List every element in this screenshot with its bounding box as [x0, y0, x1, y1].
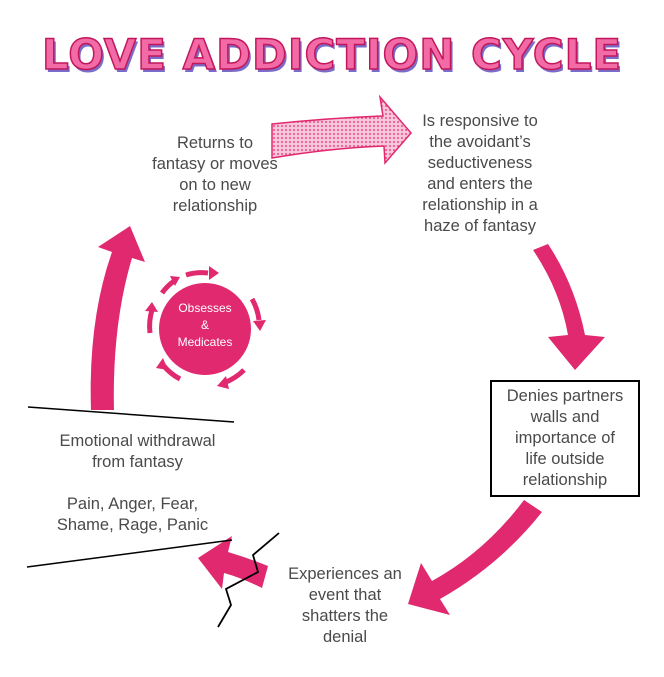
arrow-denies-to-experiences	[408, 500, 542, 615]
crack-line	[217, 532, 280, 628]
diagram-title: LOVE ADDICTION CYCLE	[41, 29, 623, 80]
center-circle	[159, 283, 251, 375]
step-experiences: Experiences an event that shatters the d…	[288, 565, 402, 646]
center-label: Obsesses & Medicates	[177, 301, 233, 349]
arrow-withdrawal-to-returns	[90, 226, 145, 410]
arrow-experiences-to-pain	[198, 536, 268, 589]
arrow-responsive-to-denies	[533, 244, 605, 370]
separator-line-lower	[26, 539, 233, 568]
separator-line-upper	[27, 406, 235, 423]
step-denies: Denies partners walls and importance of …	[490, 380, 640, 497]
step-withdrawal: Emotional withdrawal from fantasy	[59, 432, 216, 471]
step-feelings: Pain, Anger, Fear, Shame, Rage, Panic	[56, 495, 209, 534]
arrow-returns-to-responsive	[271, 94, 412, 165]
step-responsive: Is responsive to the avoidant’s seductiv…	[422, 112, 538, 235]
circling-arrowheads	[145, 266, 266, 389]
step-returns: Returns to fantasy or moves on to new re…	[152, 134, 278, 215]
